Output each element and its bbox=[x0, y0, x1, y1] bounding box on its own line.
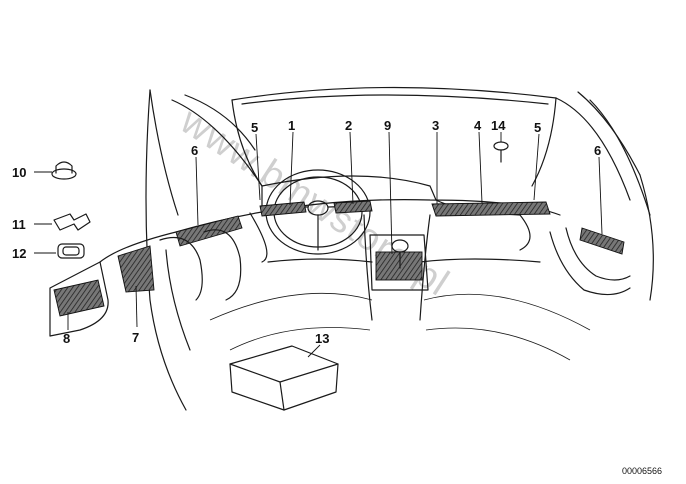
trim-kit-box bbox=[229, 345, 339, 411]
left-door-panel bbox=[49, 229, 242, 337]
label-5-right: 5 bbox=[534, 120, 541, 135]
clip-part-10 bbox=[51, 161, 77, 180]
floor-lines bbox=[209, 292, 591, 361]
trim-left-dash bbox=[259, 201, 307, 217]
trim-center-dash bbox=[333, 200, 373, 214]
leader-lines bbox=[34, 131, 603, 358]
label-9: 9 bbox=[384, 118, 391, 133]
gear-surround-trim bbox=[375, 251, 423, 281]
label-7: 7 bbox=[132, 330, 139, 345]
bracket-part-11 bbox=[53, 213, 91, 231]
label-14: 14 bbox=[491, 118, 506, 133]
label-4: 4 bbox=[474, 118, 482, 133]
right-door-frame bbox=[555, 91, 654, 301]
label-5-left: 5 bbox=[251, 120, 258, 135]
label-13: 13 bbox=[315, 331, 329, 346]
trim-right-door bbox=[579, 227, 625, 255]
dashboard-trims bbox=[53, 200, 625, 317]
label-3: 3 bbox=[432, 118, 439, 133]
center-console bbox=[369, 234, 429, 291]
screw-part-14 bbox=[493, 141, 509, 163]
trim-door-handle bbox=[117, 245, 155, 293]
label-12: 12 bbox=[12, 246, 26, 261]
windshield-frame bbox=[231, 86, 557, 187]
label-11: 11 bbox=[12, 217, 26, 232]
label-10: 10 bbox=[12, 165, 26, 180]
diagram-id: 00006566 bbox=[622, 466, 662, 476]
right-door-panel bbox=[549, 227, 631, 296]
label-6-right: 6 bbox=[594, 143, 601, 158]
trim-door-pocket bbox=[53, 279, 105, 317]
trim-right-dash bbox=[431, 201, 551, 217]
label-6-left: 6 bbox=[191, 143, 198, 158]
grommet-part-12 bbox=[57, 243, 85, 259]
label-1: 1 bbox=[288, 118, 295, 133]
label-8: 8 bbox=[63, 331, 70, 346]
label-2: 2 bbox=[345, 118, 352, 133]
